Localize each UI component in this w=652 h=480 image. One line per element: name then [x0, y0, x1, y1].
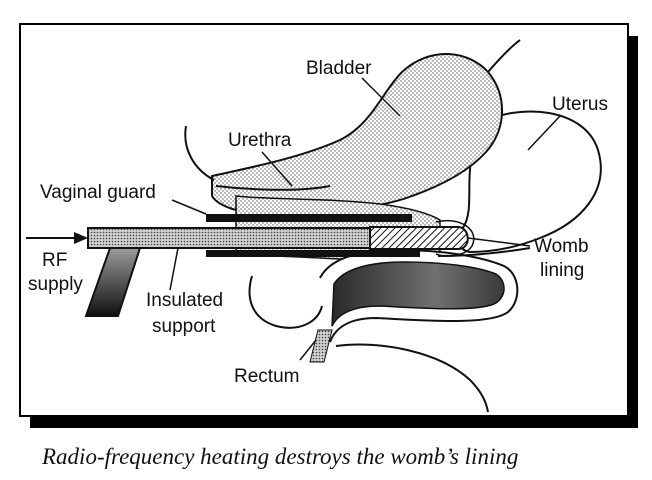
electrode-tip: [369, 226, 469, 250]
leader-uterus: [527, 115, 561, 151]
leader-womb-lining: [467, 237, 531, 247]
vaginal-guard-bottom: [206, 250, 420, 257]
sacrum-curve: [335, 343, 489, 413]
label-uterus: Uterus: [552, 94, 608, 115]
label-support: support: [152, 316, 216, 337]
womb-lining-outline: [435, 219, 475, 257]
leader-vaginal-guard: [171, 199, 207, 215]
perineum-curve: [248, 275, 323, 329]
label-insulated: Insulated: [146, 290, 223, 311]
bladder-apex-line: [487, 39, 521, 73]
label-bladder: Bladder: [306, 58, 372, 79]
leader-rectum: [299, 339, 317, 361]
figure-caption: Radio-frequency heating destroys the wom…: [41, 444, 518, 469]
label-rectum: Rectum: [234, 366, 299, 387]
probe-handle: [84, 247, 142, 317]
vaginal-guard-top: [206, 214, 412, 222]
leader-insulated-support: [169, 247, 179, 291]
anal-canal: [309, 329, 333, 363]
label-womb: Womb: [534, 236, 589, 257]
urethra-line: [215, 185, 331, 191]
leader-bladder: [361, 77, 401, 117]
rectum-interior: [331, 261, 505, 327]
uterus-shape: [457, 110, 602, 254]
label-rf: RF: [42, 250, 67, 271]
label-lining: lining: [540, 260, 584, 281]
label-urethra: Urethra: [228, 130, 292, 151]
rf-arrow-head: [74, 232, 88, 244]
label-vaginal-guard: Vaginal guard: [40, 182, 156, 203]
pubic-outline: [184, 125, 215, 181]
label-supply: supply: [28, 274, 83, 295]
leader-urethra: [261, 151, 293, 187]
